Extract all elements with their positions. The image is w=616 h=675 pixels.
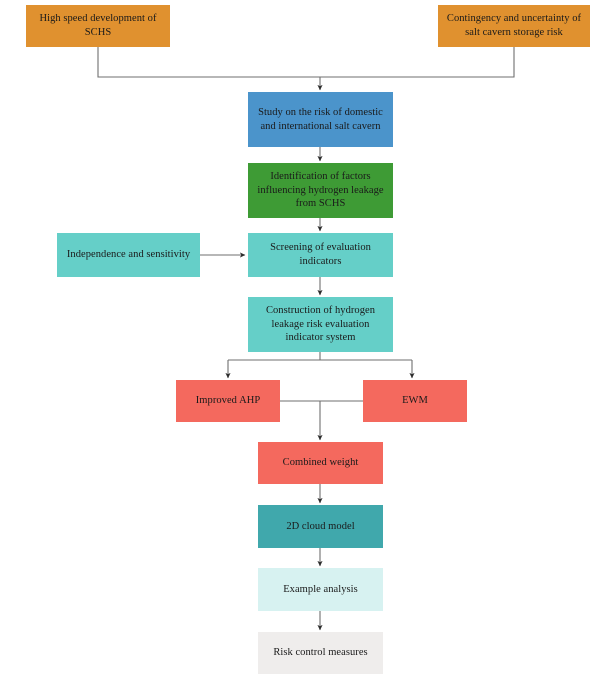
node-combined-weight[interactable]: Combined weight: [258, 442, 383, 484]
node-label: Study on the risk of domestic and intern…: [258, 106, 383, 132]
node-label: Risk control measures: [273, 647, 368, 659]
node-label: 2D cloud model: [286, 520, 355, 532]
node-2d-cloud-model[interactable]: 2D cloud model: [258, 505, 383, 548]
node-independence-sensitivity[interactable]: Independence and sensitivity: [57, 233, 200, 277]
node-label: Improved AHP: [195, 395, 261, 407]
node-identification-of-factors[interactable]: Identification of factors influencing hy…: [248, 163, 393, 218]
node-contingency-uncertainty[interactable]: Contingency and uncertainty of salt cave…: [438, 5, 590, 47]
node-construction-indicator-system[interactable]: Construction of hydrogen leakage risk ev…: [248, 297, 393, 352]
node-label: Independence and sensitivity: [66, 249, 191, 261]
node-label: Identification of factors influencing hy…: [257, 170, 384, 210]
node-label: Contingency and uncertainty of salt cave…: [446, 13, 582, 38]
node-study-on-risk[interactable]: Study on the risk of domestic and intern…: [248, 92, 393, 147]
edge-contingency-to-study: [320, 47, 515, 78]
node-risk-control-measures[interactable]: Risk control measures: [258, 632, 383, 674]
edge-high-speed-to-study: [97, 47, 320, 78]
node-label: Example analysis: [283, 583, 358, 595]
node-label: Combined weight: [282, 457, 359, 469]
node-label: High speed development of SCHS: [39, 13, 157, 38]
node-label: Screening of evaluation indicators: [270, 242, 371, 267]
node-label: EWM: [402, 395, 428, 407]
node-example-analysis[interactable]: Example analysis: [258, 568, 383, 611]
node-high-speed-development[interactable]: High speed development of SCHS: [26, 5, 170, 47]
node-ewm[interactable]: EWM: [363, 380, 467, 422]
node-screening-of-indicators[interactable]: Screening of evaluation indicators: [248, 233, 393, 277]
node-improved-ahp[interactable]: Improved AHP: [176, 380, 280, 422]
node-label: Construction of hydrogen leakage risk ev…: [265, 304, 376, 344]
